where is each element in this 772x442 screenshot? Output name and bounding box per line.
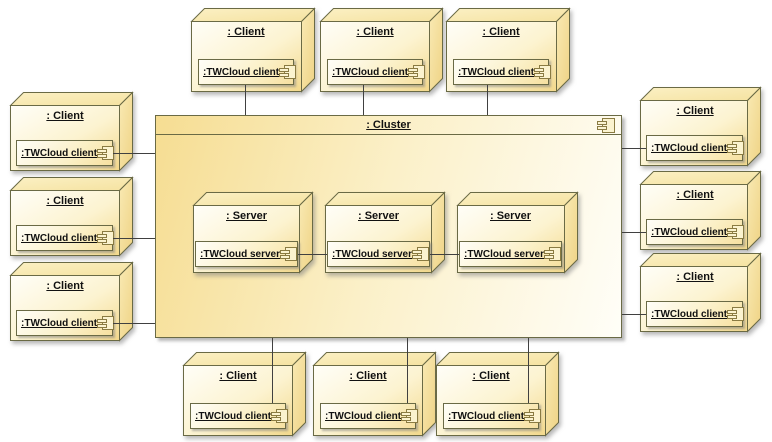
node-title: : Client — [472, 370, 510, 382]
client-node[interactable]: : Client :TWCloud client — [319, 7, 444, 93]
artifact-label: :TWCloud server — [200, 248, 281, 260]
communication-path[interactable] — [298, 254, 327, 255]
artifact-label: :TWCloud server — [464, 248, 545, 260]
communication-path[interactable] — [487, 85, 488, 115]
client-node[interactable]: : Client :TWCloud client — [190, 7, 316, 93]
node-title: : Client — [482, 26, 520, 38]
communication-path[interactable] — [113, 153, 155, 154]
component-icon — [727, 225, 745, 239]
node-title: : Server — [226, 210, 267, 222]
cluster-title: : Cluster — [366, 119, 411, 131]
node-title: : Client — [676, 271, 714, 283]
communication-path[interactable] — [528, 338, 529, 403]
client-node[interactable]: : Client :TWCloud client — [639, 86, 762, 167]
artifact-box[interactable]: :TWCloud client — [198, 59, 297, 85]
client-node[interactable]: : Client :TWCloud client — [9, 91, 134, 172]
communication-path[interactable] — [272, 338, 273, 403]
component-icon — [97, 146, 115, 160]
artifact-box[interactable]: :TWCloud client — [190, 403, 289, 429]
artifact-box[interactable]: :TWCloud client — [646, 301, 745, 327]
communication-path[interactable] — [245, 85, 246, 115]
artifact-box[interactable]: :TWCloud client — [646, 219, 745, 245]
node-title: : Client — [46, 280, 84, 292]
artifact-box[interactable]: :TWCloud client — [16, 225, 115, 251]
client-node[interactable]: : Client :TWCloud client — [9, 176, 134, 257]
node-title: : Server — [358, 210, 399, 222]
artifact-box[interactable]: :TWCloud server — [327, 241, 430, 267]
artifact-label: :TWCloud client — [203, 66, 280, 78]
artifact-label: :TWCloud client — [448, 410, 525, 422]
server-node[interactable]: : Server :TWCloud server — [192, 191, 314, 274]
communication-path[interactable] — [622, 148, 646, 149]
artifact-label: :TWCloud client — [651, 142, 728, 154]
communication-path[interactable] — [363, 85, 364, 115]
component-icon — [271, 409, 289, 423]
node-title: : Client — [676, 105, 714, 117]
node-title: : Server — [490, 210, 531, 222]
communication-path[interactable] — [407, 338, 408, 403]
artifact-label: :TWCloud client — [21, 147, 98, 159]
client-node[interactable]: : Client :TWCloud client — [639, 170, 762, 251]
component-icon — [534, 65, 552, 79]
artifact-label: :TWCloud client — [651, 308, 728, 320]
node-title: : Client — [46, 195, 84, 207]
component-icon — [524, 409, 542, 423]
artifact-label: :TWCloud client — [195, 410, 272, 422]
client-node[interactable]: : Client :TWCloud client — [182, 351, 307, 437]
artifact-label: :TWCloud client — [325, 410, 402, 422]
artifact-label: :TWCloud client — [21, 232, 98, 244]
server-node[interactable]: : Server :TWCloud server — [456, 191, 579, 274]
node-title: : Client — [349, 370, 387, 382]
component-icon — [544, 247, 562, 261]
communication-path[interactable] — [622, 232, 646, 233]
client-node[interactable]: : Client :TWCloud client — [435, 351, 560, 437]
communication-path[interactable] — [113, 238, 155, 239]
component-icon — [727, 141, 745, 155]
component-icon — [412, 247, 430, 261]
artifact-box[interactable]: :TWCloud client — [320, 403, 419, 429]
component-icon — [408, 65, 426, 79]
component-icon — [401, 409, 419, 423]
component-icon — [727, 307, 745, 321]
communication-path[interactable] — [113, 323, 155, 324]
node-3d-box — [182, 351, 307, 437]
node-title: : Client — [46, 110, 84, 122]
artifact-box[interactable]: :TWCloud client — [16, 140, 115, 166]
component-icon — [97, 316, 115, 330]
artifact-box[interactable]: :TWCloud server — [195, 241, 298, 267]
artifact-box[interactable]: :TWCloud client — [443, 403, 542, 429]
client-node[interactable]: : Client :TWCloud client — [312, 351, 437, 437]
node-title: : Client — [356, 26, 394, 38]
artifact-box[interactable]: :TWCloud client — [327, 59, 426, 85]
node-title: : Client — [227, 26, 265, 38]
node-title: : Client — [676, 189, 714, 201]
server-node[interactable]: : Server :TWCloud server — [324, 191, 446, 274]
client-node[interactable]: : Client :TWCloud client — [639, 252, 762, 333]
artifact-box[interactable]: :TWCloud client — [453, 59, 552, 85]
cluster-title-band: : Cluster — [156, 116, 621, 135]
client-node[interactable]: : Client :TWCloud client — [445, 7, 571, 93]
artifact-label: :TWCloud client — [21, 317, 98, 329]
artifact-label: :TWCloud client — [332, 66, 409, 78]
communication-path[interactable] — [622, 314, 646, 315]
component-icon — [597, 118, 615, 133]
node-title: : Client — [219, 370, 257, 382]
artifact-label: :TWCloud server — [332, 248, 413, 260]
artifact-box[interactable]: :TWCloud client — [646, 135, 745, 161]
artifact-label: :TWCloud client — [651, 226, 728, 238]
artifact-box[interactable]: :TWCloud client — [16, 310, 115, 336]
communication-path[interactable] — [430, 254, 459, 255]
component-icon — [280, 247, 298, 261]
client-node[interactable]: : Client :TWCloud client — [9, 261, 134, 342]
artifact-label: :TWCloud client — [458, 66, 535, 78]
component-icon — [279, 65, 297, 79]
component-icon — [97, 231, 115, 245]
artifact-box[interactable]: :TWCloud server — [459, 241, 562, 267]
